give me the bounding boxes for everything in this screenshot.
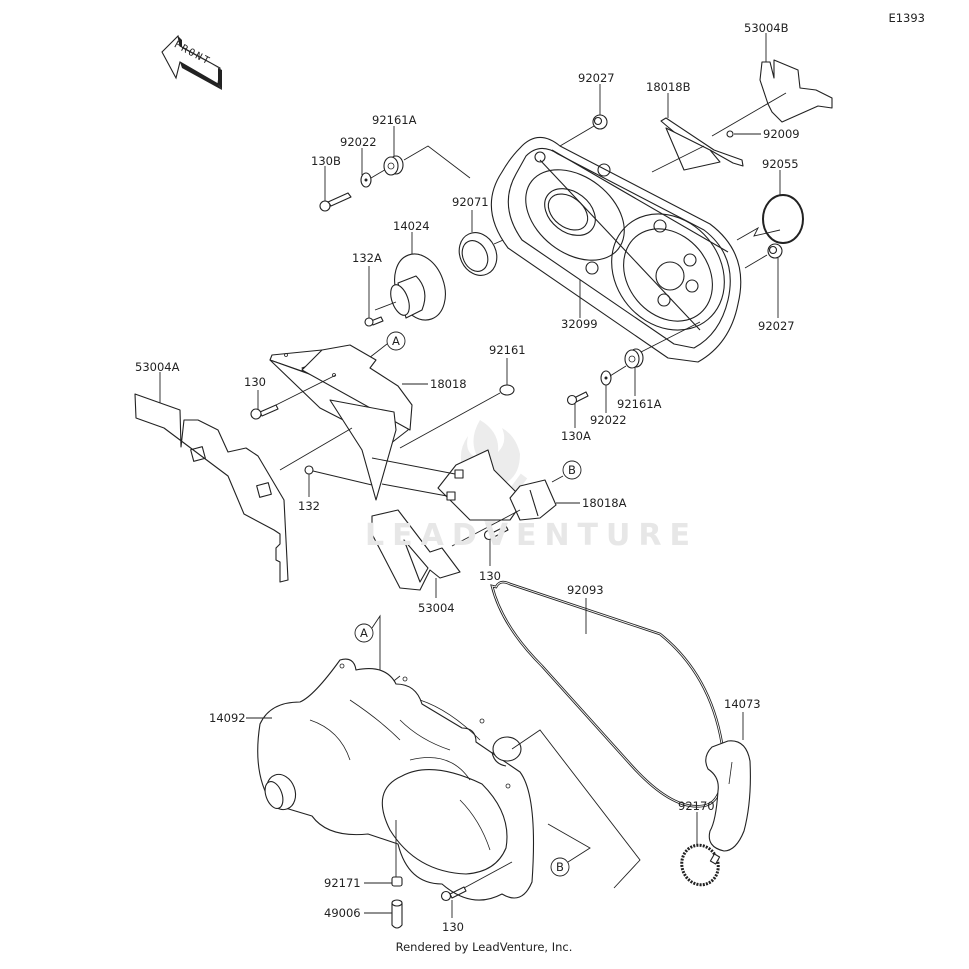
label-92161A-bottom: 92161A [617, 397, 662, 411]
pipe-49006 [364, 899, 403, 929]
callout-a-upper: A [368, 331, 406, 359]
label-14092: 14092 [209, 711, 246, 725]
bolt-130A [566, 391, 589, 428]
label-130A: 130A [561, 429, 591, 443]
bolt-130-left [250, 374, 337, 420]
insulator-53004 [371, 509, 521, 598]
callout-b-lower: B [511, 729, 641, 889]
label-132: 132 [298, 499, 320, 513]
callout-a-upper-label: A [392, 334, 400, 348]
plate-14024 [374, 232, 446, 321]
label-130-mid: 130 [479, 569, 501, 583]
label-132A: 132A [352, 251, 382, 265]
label-18018B: 18018B [646, 80, 691, 94]
label-92161: 92161 [489, 343, 526, 357]
screw-92009 [726, 130, 761, 138]
label-49006: 49006 [324, 906, 361, 920]
grommet-92161A-top [383, 126, 471, 179]
stud-132 [304, 465, 373, 497]
bolt-132A [364, 266, 384, 327]
guard-18018 [269, 344, 428, 501]
label-92093: 92093 [567, 583, 604, 597]
cap-92027-right [744, 243, 783, 318]
label-92071: 92071 [452, 195, 489, 209]
label-14024: 14024 [393, 219, 430, 233]
label-92022-bottom: 92022 [590, 413, 627, 427]
label-92171: 92171 [324, 876, 361, 890]
label-92170: 92170 [678, 799, 715, 813]
label-92027-top: 92027 [578, 71, 615, 85]
duct-14073 [705, 712, 751, 852]
label-92161A-top: 92161A [372, 113, 417, 127]
label-130B: 130B [311, 154, 341, 168]
label-92055: 92055 [762, 157, 799, 171]
guard-18018A [509, 479, 580, 521]
credit-text: Rendered by LeadVenture, Inc. [396, 940, 573, 954]
label-130-bottom: 130 [442, 920, 464, 934]
front-arrow-icon: FRONT [161, 34, 222, 90]
clip-92171 [364, 820, 403, 887]
label-92009: 92009 [763, 127, 800, 141]
grommet-92161A-bottom [624, 321, 701, 396]
diagram-id: E1393 [888, 11, 925, 25]
label-18018A: 18018A [582, 496, 627, 510]
watermark-text: LEADVENTURE [365, 518, 698, 553]
label-18018: 18018 [430, 377, 467, 391]
o-ring-92055 [736, 170, 804, 244]
washer-92022-bottom [600, 365, 627, 413]
gasket-92093 [490, 580, 725, 808]
label-53004: 53004 [418, 601, 455, 615]
cover-14092 [246, 658, 535, 901]
label-92022-top: 92022 [340, 135, 377, 149]
clamp-92170 [680, 812, 721, 887]
label-32099: 32099 [561, 317, 598, 331]
cap-92027-top [559, 84, 608, 147]
label-53004A: 53004A [135, 360, 180, 374]
bolt-130B [319, 166, 352, 212]
bolt-130-bottom [440, 861, 513, 918]
label-92027-right: 92027 [758, 319, 795, 333]
guard-18018B [651, 93, 744, 173]
label-14073: 14073 [724, 697, 761, 711]
insulator-53004B [711, 33, 833, 137]
cover-32099 [490, 136, 742, 363]
callout-b-upper: B [551, 460, 582, 483]
label-130-left: 130 [244, 375, 266, 389]
bolt-130-mid [483, 525, 509, 566]
callout-b-upper-label: B [568, 463, 576, 477]
callout-a-lower-label: A [360, 626, 368, 640]
insulator-53004A [134, 372, 353, 583]
label-53004B: 53004B [744, 21, 789, 35]
grommet-92161 [399, 358, 515, 449]
callout-b-lower-label: B [556, 860, 564, 874]
